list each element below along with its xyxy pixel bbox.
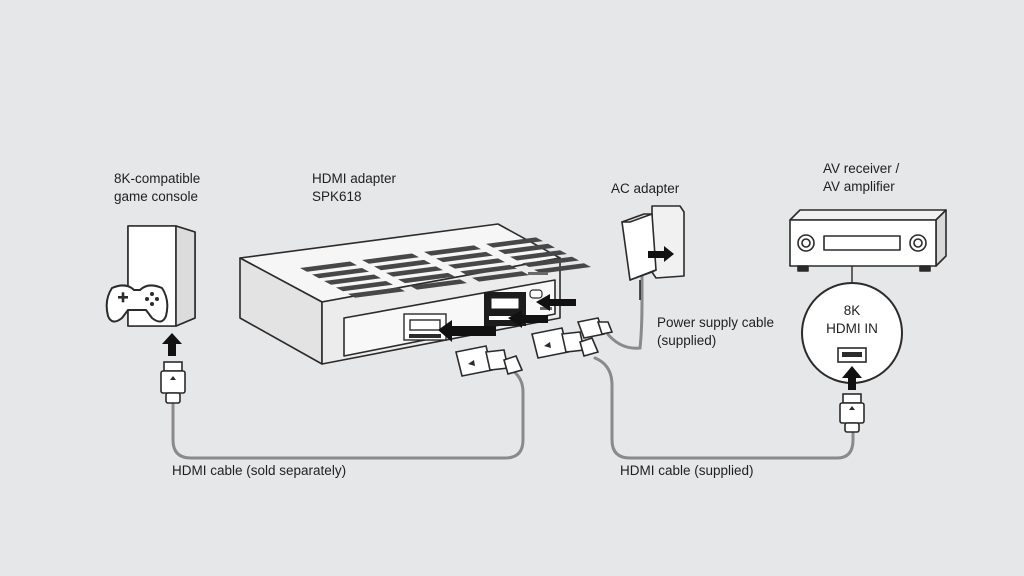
vent-slots: [300, 237, 591, 298]
hdmi-in-badge-line1: 8K: [843, 303, 861, 318]
game-console-label-line1: 8K-compatible: [114, 171, 201, 186]
hdmi-plug-console: [160, 361, 186, 404]
hdmi-adapter-label-line2: SPK618: [312, 189, 362, 204]
hdmi-in-port: [403, 313, 447, 341]
arrow-up-icon: [162, 333, 182, 356]
game-console-label: 8K-compatible game console: [114, 170, 200, 206]
arrow-up-icon: [842, 366, 862, 390]
game-console-label-line2: game console: [114, 189, 199, 204]
hdmi-plug-adapter-in: [455, 345, 524, 377]
hdmi-cable-separate-line: [171, 368, 525, 460]
hdmi-cable-separate-label: HDMI cable (sold separately): [172, 463, 347, 478]
hdmi-adapter-label-line1: HDMI adapter: [312, 171, 397, 186]
hdmi-in-badge-line2: HDMI IN: [826, 321, 878, 336]
hdmi-cable-supplied-label: HDMI cable (supplied): [620, 463, 754, 478]
dc-in-port: [528, 272, 552, 310]
cables: [171, 266, 855, 460]
hdmi-in-badge-label: 8K HDMI IN: [792, 302, 912, 338]
knob-icon: [797, 234, 927, 252]
gamepad-icon: [105, 284, 169, 323]
power-cable-label: Power supply cable (supplied): [657, 314, 774, 350]
hdmi-plug-adapter-out: [531, 327, 600, 359]
power-plug-adapter: [576, 317, 614, 339]
hdmi-port-icon: [837, 347, 867, 363]
av-receiver-label: AV receiver / AV amplifier: [823, 160, 899, 196]
power-cable-line: [604, 266, 644, 350]
ac-adapter-label: AC adapter: [611, 181, 680, 196]
av-receiver-label-line2: AV amplifier: [823, 179, 895, 194]
power-cable-label-line1: Power supply cable: [657, 315, 775, 330]
arrow-left-icon: [438, 294, 576, 342]
hdmi-cable-supplied-line: [593, 356, 855, 460]
ac-adapter: [621, 205, 685, 300]
hdmi-plug-receiver: [839, 393, 865, 433]
av-receiver-label-line1: AV receiver /: [823, 161, 900, 176]
arrow-right-icon: [648, 246, 674, 262]
power-cable-label-line2: (supplied): [657, 333, 717, 348]
hdmi-adapter-label: HDMI adapter SPK618: [312, 170, 396, 206]
